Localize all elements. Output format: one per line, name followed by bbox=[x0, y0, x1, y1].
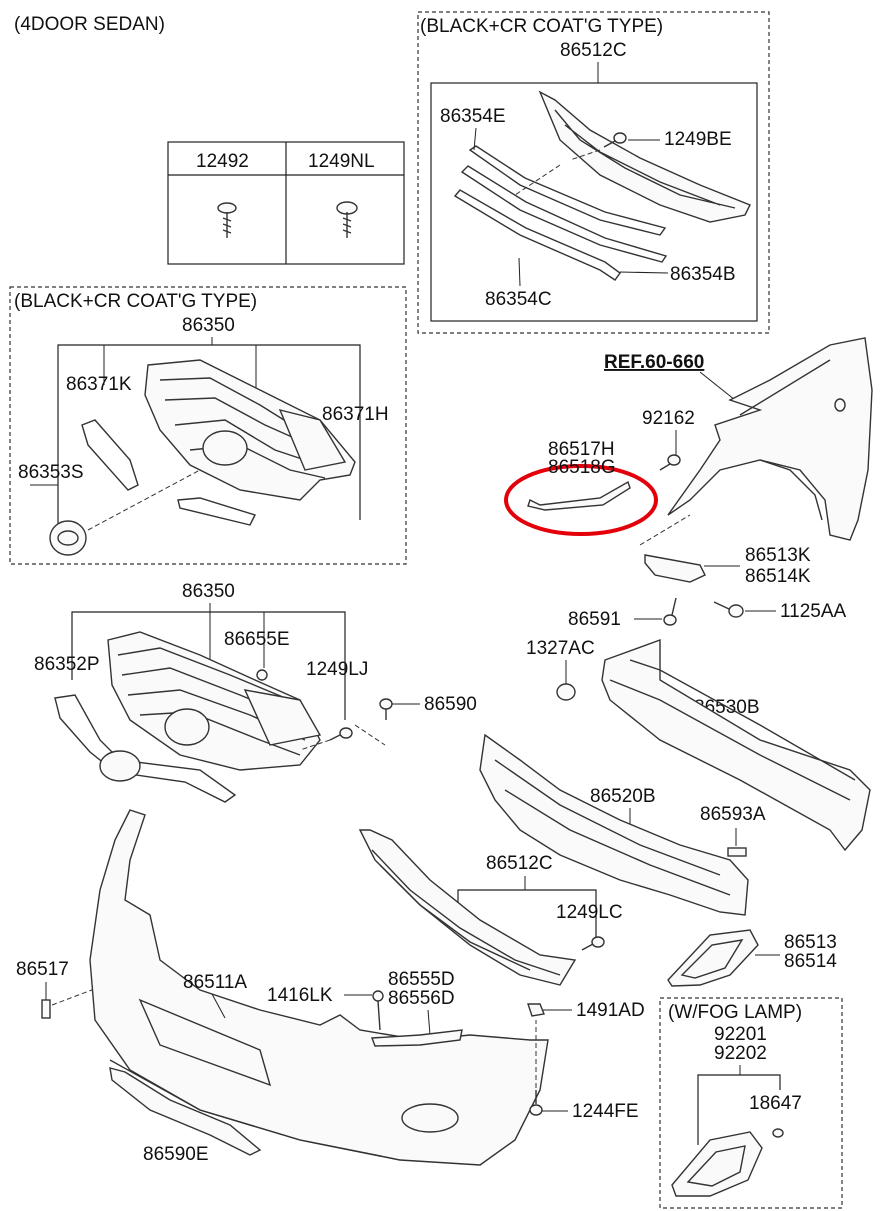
screw-86591-icon bbox=[663, 597, 677, 626]
bracket-86513K-part bbox=[644, 554, 706, 583]
upper-grille-part bbox=[538, 90, 751, 223]
grille-box-left: (BLACK+CR COAT'G TYPE) 86350 86371K 8637… bbox=[9, 286, 407, 565]
bumper-86511A-part bbox=[89, 809, 549, 1166]
bracket-86517-part bbox=[41, 999, 51, 1019]
label-1249LJ: 1249LJ bbox=[306, 659, 368, 680]
trim-86352P-part bbox=[54, 694, 237, 803]
label-86514: 86514 bbox=[784, 951, 837, 972]
bolt-92162-icon bbox=[667, 454, 681, 466]
strip-86555D-part bbox=[371, 1029, 463, 1047]
label-92162: 92162 bbox=[642, 408, 695, 429]
screw-1249LJ-icon bbox=[329, 727, 353, 741]
label-1125AA: 1125AA bbox=[780, 601, 847, 622]
fastener-1249NL-label: 1249NL bbox=[308, 151, 375, 172]
grille-box-left-title: (BLACK+CR COAT'G TYPE) bbox=[14, 291, 257, 312]
grille-box-top-code: 86512C bbox=[560, 40, 627, 61]
trim-86371K-part bbox=[81, 419, 139, 491]
label-86593A: 86593A bbox=[700, 804, 766, 825]
label-18647: 18647 bbox=[749, 1093, 802, 1114]
clip-1491AD-icon bbox=[527, 1003, 545, 1017]
molding-86354B bbox=[460, 165, 668, 263]
cover-86513-part bbox=[667, 929, 759, 987]
label-86512C-lower: 86512C bbox=[486, 853, 553, 874]
label-86520B: 86520B bbox=[590, 786, 656, 807]
clip-86593A-icon bbox=[727, 847, 747, 857]
screw-12492-icon bbox=[217, 202, 237, 238]
label-86514K: 86514K bbox=[745, 566, 811, 587]
grille-box-top-title: (BLACK+CR COAT'G TYPE) bbox=[420, 16, 663, 37]
molding-86354C bbox=[453, 189, 621, 281]
absorber-86520B-part bbox=[479, 733, 749, 916]
label-86513: 86513 bbox=[784, 932, 837, 953]
label-86517: 86517 bbox=[16, 959, 69, 980]
label-1249LC: 1249LC bbox=[556, 902, 623, 923]
label-92202: 92202 bbox=[714, 1043, 767, 1064]
diagram-title: (4DOOR SEDAN) bbox=[14, 14, 165, 35]
label-86352P: 86352P bbox=[34, 654, 100, 675]
molding-86354E bbox=[468, 145, 667, 236]
highlight-ellipse bbox=[504, 464, 658, 536]
label-86513K: 86513K bbox=[745, 545, 811, 566]
label-86655E: 86655E bbox=[224, 629, 290, 650]
label-1249BE: 1249BE bbox=[664, 129, 732, 150]
label-86590: 86590 bbox=[424, 694, 477, 715]
label-1491AD: 1491AD bbox=[576, 1000, 645, 1021]
label-86517H: 86517H bbox=[548, 439, 615, 460]
fender-part bbox=[667, 337, 873, 541]
fastener-12492-label: 12492 bbox=[196, 151, 249, 172]
label-86353S: 86353S bbox=[18, 462, 84, 483]
bolt-1125AA-icon bbox=[713, 601, 744, 618]
label-86371K: 86371K bbox=[66, 374, 132, 395]
label-86590E: 86590E bbox=[143, 1144, 209, 1165]
label-86354E: 86354E bbox=[440, 106, 506, 127]
label-86350-grille: 86350 bbox=[182, 581, 235, 602]
reference-label: REF.60-660 bbox=[604, 352, 704, 373]
screw-1249NL-icon bbox=[336, 201, 358, 238]
fog-box-title: (W/FOG LAMP) bbox=[668, 1002, 802, 1023]
label-92201: 92201 bbox=[714, 1024, 767, 1045]
screw-18647-icon bbox=[772, 1128, 784, 1138]
clip-1416LK-icon bbox=[372, 990, 384, 1031]
label-1416LK: 1416LK bbox=[267, 985, 333, 1006]
label-1327AC: 1327AC bbox=[526, 638, 595, 659]
label-86511A: 86511A bbox=[183, 972, 247, 993]
trim-86371H-part bbox=[177, 497, 256, 526]
beam-86530B-part bbox=[601, 639, 871, 852]
label-1244FE: 1244FE bbox=[572, 1101, 639, 1122]
lip-86590E-part bbox=[109, 1067, 262, 1156]
bracket-86517H-part bbox=[527, 480, 631, 511]
label-86591: 86591 bbox=[568, 609, 621, 630]
label-86354C: 86354C bbox=[485, 289, 552, 310]
fog-lamp-92201-part bbox=[671, 1131, 763, 1197]
label-86354B: 86354B bbox=[670, 264, 736, 285]
fog-lamp-box: (W/FOG LAMP) 92201 92202 18647 bbox=[659, 997, 843, 1209]
clip-86590-icon bbox=[379, 698, 393, 720]
nut-1327AC-icon bbox=[556, 683, 576, 701]
label-86518G: 86518G bbox=[548, 457, 616, 478]
label-86555D: 86555D bbox=[388, 969, 455, 990]
bolt-1249BE-icon bbox=[603, 132, 627, 148]
label-86556D: 86556D bbox=[388, 988, 455, 1009]
fastener-table: 12492 1249NL bbox=[167, 141, 405, 265]
grille-box-left-code: 86350 bbox=[182, 315, 235, 336]
screw-1249LC-icon bbox=[581, 936, 605, 951]
label-86371H: 86371H bbox=[322, 404, 389, 425]
screw-1244FE-icon bbox=[529, 1090, 543, 1116]
grille-box-top: (BLACK+CR COAT'G TYPE) 86512C 86354E 124… bbox=[417, 11, 770, 334]
emblem-86353S-icon bbox=[49, 520, 87, 556]
